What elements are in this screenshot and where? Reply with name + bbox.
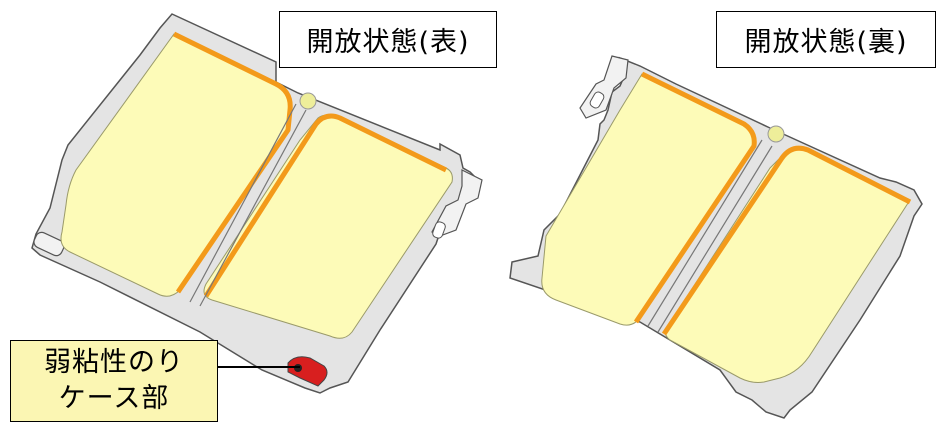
back-left-glue-strip <box>633 71 757 324</box>
front-hinge <box>189 103 307 307</box>
glue-case-callout: 弱粘性のり ケース部 <box>10 340 218 422</box>
callout-line-2: ケース部 <box>58 383 170 414</box>
back-hinge-knob <box>767 125 785 143</box>
callout-line-1: 弱粘性のり <box>44 347 184 378</box>
front-right-glue-strip <box>203 113 448 298</box>
front-tab-slot <box>432 221 446 239</box>
front-left-glue-strip <box>172 31 293 294</box>
front-hinge-knob <box>299 92 317 110</box>
back-view-label: 開放状態(裏) <box>716 11 936 68</box>
back-right-glue-strip <box>661 145 912 336</box>
back-hinge <box>647 139 773 333</box>
front-view <box>31 13 483 394</box>
back-tab-slot <box>589 91 605 109</box>
front-view-label: 開放状態(表) <box>279 11 497 68</box>
back-view <box>509 55 923 419</box>
front-corner-slot <box>33 231 65 257</box>
